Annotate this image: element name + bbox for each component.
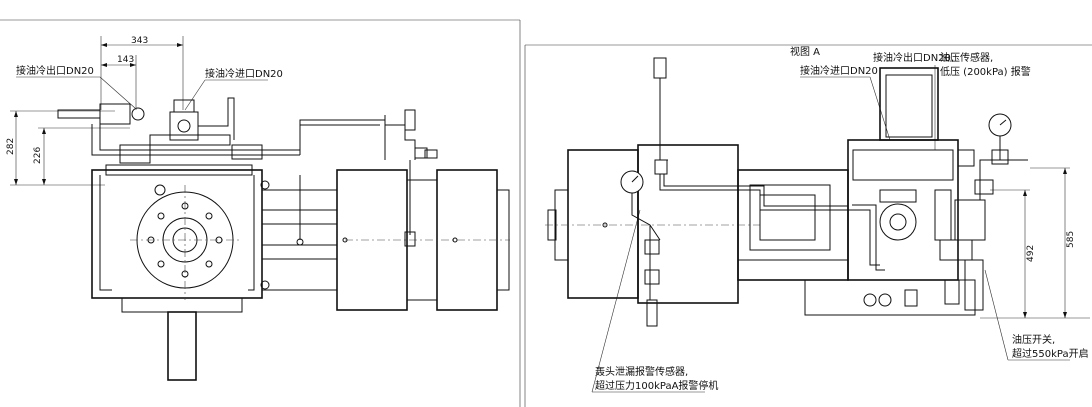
motor-end [545, 144, 760, 304]
label-leak-sensor-2: 超过压力100kPaA报警停机 [595, 379, 718, 392]
right-view: 视图 A 接油冷进口DN20 接油冷出口DN20, 油压传感器, 低压 (200… [545, 45, 1090, 393]
label-oil-switch-1: 油压开关, [1012, 333, 1055, 346]
instrument-line-right [653, 57, 848, 211]
label-oil-switch-2: 超过550kPa开启 [1012, 347, 1089, 360]
dimension-585: 585 [1030, 167, 1076, 318]
left-view: 343 143 282 226 接油冷出口DN20 接油冷进口DN20 [6, 36, 510, 381]
compressor-head [847, 67, 986, 311]
oil-outlet-nozzle [57, 103, 145, 156]
dimension-143: 143 [101, 55, 137, 110]
coupling-frame [261, 175, 338, 291]
dim-492-text: 492 [1026, 245, 1036, 262]
dim-143-text: 143 [117, 55, 134, 65]
dimension-226: 226 [33, 127, 130, 185]
label-oil-cool-out-right: 接油冷出口DN20, [873, 51, 954, 64]
frame [737, 169, 976, 316]
instrument-line-left [384, 109, 438, 247]
label-oil-cool-in-right: 接油冷进口DN20 [800, 64, 878, 77]
label-leak-sensor-1: 轰头泄漏报警传感器, [595, 365, 688, 378]
pressure-gauge-left [620, 170, 661, 327]
dimension-343: 343 [100, 36, 184, 110]
label-oil-cool-out: 接油冷出口DN20 [16, 64, 94, 77]
motor [336, 169, 510, 311]
gearbox-body [91, 164, 270, 381]
dim-343-text: 343 [131, 36, 148, 46]
dimension-492: 492 [980, 189, 1090, 319]
dim-585-text: 585 [1066, 231, 1076, 248]
dimension-282: 282 [6, 110, 115, 186]
top-valve-block [119, 97, 386, 164]
label-view-a: 视图 A [790, 45, 820, 58]
bolt-circle [147, 202, 223, 278]
label-pressure-sensor-1: 油压传感器, [940, 51, 993, 64]
sheet-borders [0, 19, 1092, 407]
dim-282-text: 282 [6, 138, 16, 155]
label-pressure-sensor-2: 低压 (200kPa) 报警 [940, 65, 1031, 78]
pressure-gauge-right [957, 113, 1028, 200]
dim-226-text: 226 [33, 147, 43, 164]
label-oil-cool-in: 接油冷进口DN20 [205, 67, 283, 80]
